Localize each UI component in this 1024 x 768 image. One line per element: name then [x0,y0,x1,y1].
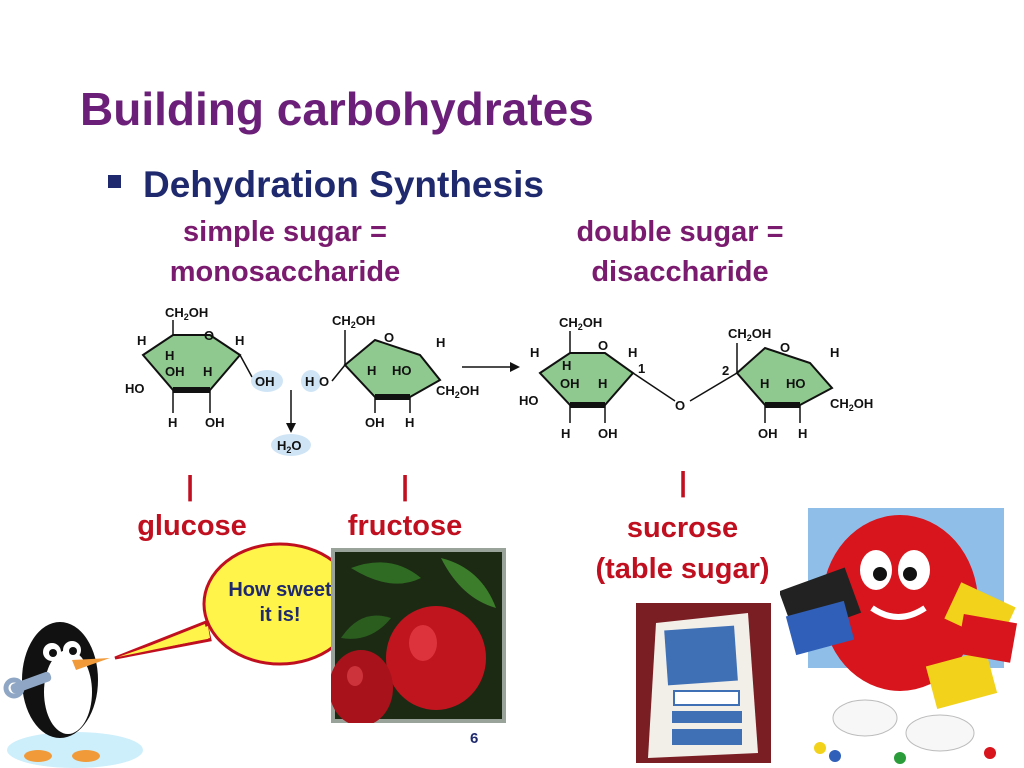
svg-text:CH2OH: CH2OH [728,326,771,343]
fructose-divider: | [401,470,409,501]
heading-line: double sugar = [576,216,784,248]
chem-label: H [203,364,212,379]
chem-label: H [760,376,769,391]
penguin-mascot-image [3,622,143,768]
chem-label: H [830,345,839,360]
glucose-ring: CH2OH O H H H OH H HO H OH OH [125,305,283,430]
chem-label: CH2OH [165,305,208,322]
bullet-square-icon [108,174,121,188]
speech-line: it is! [259,604,301,626]
chem-label: O [598,338,608,353]
sucrose-line: sucrose [626,512,739,544]
svg-text:CH2OH: CH2OH [332,313,375,330]
chem-label: H [598,376,607,391]
sucrose-divider: | [679,466,687,497]
chem-label: H [798,426,807,441]
chem-label: 2 [722,363,729,378]
chem-label: H [436,335,445,350]
chem-label: H [137,333,146,348]
dehydration-synthesis-diagram: CH2OH O H H H OH H HO H OH OH H H2O O CH… [125,305,873,456]
chem-label: HO [519,393,539,408]
heading-line: disaccharide [591,256,769,288]
chem-label: H [165,348,174,363]
glucose-divider: | [186,470,194,501]
chem-label: H [562,358,571,373]
sucrose-glucose-unit: CH2OH O H H H OH H HO 1 H OH [519,315,645,441]
chem-label: H [561,426,570,441]
water-removal: H H2O [271,370,321,456]
chem-label: OH [165,364,185,379]
chem-label: OH [560,376,580,391]
mm-candy-character-image [780,508,1018,764]
chem-label: 1 [638,361,645,376]
chem-label: H [628,345,637,360]
speech-bubble [114,542,358,666]
chem-label: O [384,330,394,345]
chem-label: H [305,374,314,389]
chem-label: O [204,328,214,343]
svg-text:CH2OH: CH2OH [436,383,479,400]
chem-label: H [168,415,177,430]
reaction-arrow [462,362,520,372]
speech-text: How sweet it is! [205,578,355,628]
chem-label: H [405,415,414,430]
chem-label: OH [205,415,225,430]
monosaccharide-heading: simple sugar = monosaccharide [140,212,430,292]
fructose-ring: O CH2OH O H H HO CH2OH OH H [319,313,479,430]
chem-label: OH [598,426,618,441]
chem-label: OH [758,426,778,441]
svg-text:CH2OH: CH2OH [830,396,873,413]
chem-label: H [530,345,539,360]
chem-label: HO [392,363,412,378]
fructose-label: fructose [347,510,463,542]
sucrose-label: sucrose (table sugar) [570,508,795,590]
page-title: Building carbohydrates [80,83,594,135]
svg-text:CH2OH: CH2OH [559,315,602,332]
heading-line: simple sugar = [183,216,387,248]
chem-label: HO [786,376,806,391]
disaccharide-heading: double sugar = disaccharide [535,212,825,292]
glucose-label: glucose [137,510,247,542]
chem-label: OH [365,415,385,430]
bullet-text: Dehydration Synthesis [143,164,544,205]
heading-line: monosaccharide [169,256,401,288]
chem-label: H [367,363,376,378]
sugar-bag-photo [636,603,771,763]
sucrose-fructose-unit: CH2OH 2 O H H HO CH2OH OH H [722,326,873,441]
page-number: 6 [470,730,479,747]
chem-label: OH [255,374,275,389]
chem-label: O [780,340,790,355]
chem-label: O [675,398,685,413]
svg-text:H2O: H2O [277,438,302,455]
bullet-item: Dehydration Synthesis [108,164,544,206]
glycosidic-bond: O [632,372,738,413]
speech-line: How sweet [228,579,332,601]
chem-label: HO [125,381,145,396]
red-apples-photo [331,548,506,723]
chem-label: H [235,333,244,348]
sucrose-line: (table sugar) [595,553,770,585]
chem-label: O [319,374,329,389]
